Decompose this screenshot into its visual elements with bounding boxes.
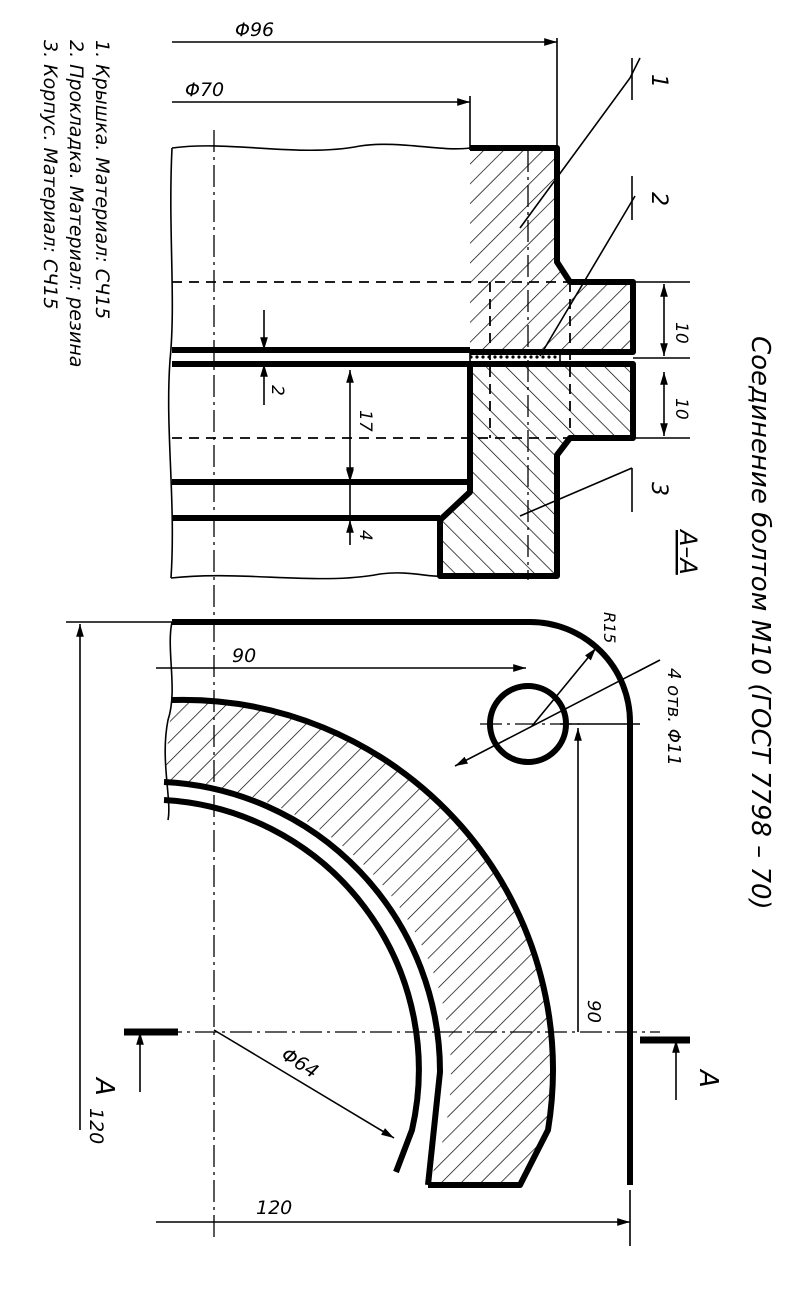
dim-holes: 4 отв. Φ11	[663, 668, 684, 766]
ring-hatch	[164, 699, 553, 1185]
cut-letter-right: А	[693, 1068, 723, 1088]
leader-label-3: 3	[646, 482, 671, 496]
parts-item-1: 1. Крышка. Материал: СЧ15	[91, 40, 113, 319]
dim-t10b: 10	[671, 398, 691, 420]
parts-item-2: 2. Прокладка. Материал: резина	[65, 40, 87, 367]
flange-outline	[172, 619, 633, 1185]
dim-d70: Φ70	[185, 79, 224, 101]
body-hatch	[440, 364, 633, 576]
leader-1	[519, 57, 641, 229]
dim-d120a: 120	[256, 1197, 292, 1219]
section-label: А–А	[674, 528, 702, 575]
body-outline	[437, 361, 636, 579]
break-line-left	[167, 147, 174, 579]
bore-edge	[163, 797, 422, 1174]
dim-g17: 17	[355, 410, 375, 432]
break-line-bottom	[170, 572, 446, 580]
dim-d64: Φ64	[277, 1044, 322, 1083]
break-line-plan	[164, 621, 173, 821]
dim-g4: 4	[355, 530, 375, 541]
parts-list: 1. Крышка. Материал: СЧ15 2. Прокладка. …	[39, 40, 113, 367]
leader-r15	[531, 647, 597, 727]
leader-2	[539, 195, 636, 357]
break-line-top	[171, 143, 471, 152]
cut-letter-left: А	[89, 1076, 119, 1096]
plan-view: А А R15 4 отв. Φ11 90 90 Φ64 120 120	[66, 612, 723, 1246]
leader-label-1: 1	[646, 74, 671, 88]
dim-d90a: 90	[232, 645, 256, 667]
ring-outer	[171, 696, 556, 1188]
dim-d120b: 120	[85, 1108, 107, 1144]
section-view: Φ96 Φ70 10 10 2 17 4 1 2 3	[167, 19, 691, 1240]
leader-3	[519, 467, 633, 517]
ring-inner	[163, 779, 444, 1186]
leader-label-2: 2	[646, 192, 671, 206]
dim-line-d64	[213, 1029, 395, 1139]
dim-t10a: 10	[671, 322, 691, 344]
leader-holes	[454, 659, 661, 767]
parts-item-3: 3. Корпус. Материал: СЧ15	[39, 40, 61, 309]
dim-d96: Φ96	[235, 19, 274, 41]
dim-r15: R15	[600, 612, 619, 643]
drawing-title: Соединение болтом М10 (ГОСТ 7798 – 70)	[745, 336, 775, 910]
dim-d90b: 90	[583, 1000, 604, 1023]
dim-g2: 2	[267, 385, 287, 396]
cover-hatch	[470, 148, 633, 352]
